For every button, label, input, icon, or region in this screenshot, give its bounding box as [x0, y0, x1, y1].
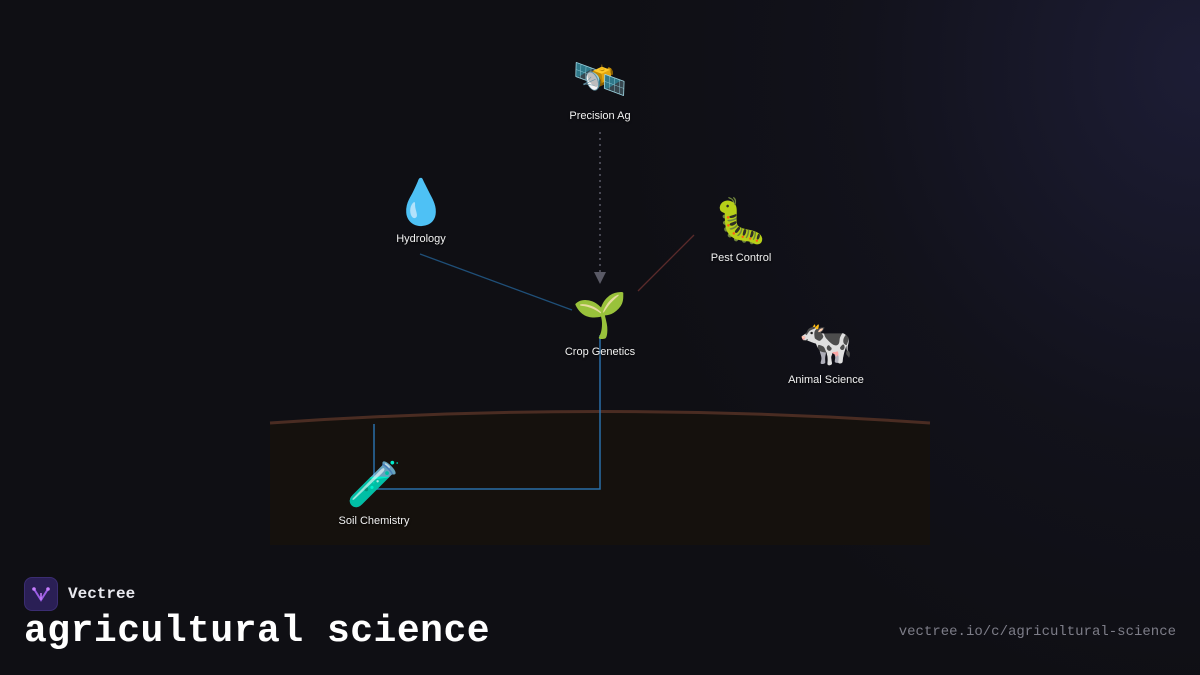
- edge-crop-genetics-to-soil-chemistry: [373, 335, 601, 490]
- seedling-icon: 🌱: [572, 290, 628, 341]
- caterpillar-icon: 🐛: [713, 196, 769, 247]
- edge-pest-control-to-crop-genetics: [637, 234, 695, 292]
- node-pest-control[interactable]: 🐛 Pest Control: [671, 196, 811, 264]
- cow-icon: 🐄: [798, 318, 854, 369]
- page-url[interactable]: vectree.io/c/agricultural-science: [898, 624, 1176, 640]
- node-precision-ag[interactable]: 🛰️ Precision Ag: [530, 54, 670, 122]
- vectree-logo-icon: [24, 577, 58, 611]
- node-label: Soil Chemistry: [338, 515, 410, 527]
- edge-hydrology-to-crop-genetics: [419, 253, 573, 311]
- page-title: agricultural science: [24, 610, 491, 653]
- node-label: Pest Control: [710, 252, 772, 264]
- node-crop-genetics[interactable]: 🌱 Crop Genetics: [530, 290, 670, 358]
- satellite-icon: 🛰️: [572, 54, 628, 105]
- node-label: Animal Science: [788, 374, 864, 386]
- node-hydrology[interactable]: 💧 Hydrology: [351, 177, 491, 245]
- node-soil-chemistry[interactable]: 🧪 Soil Chemistry: [304, 459, 444, 527]
- node-label: Crop Genetics: [564, 346, 636, 358]
- node-animal-science[interactable]: 🐄 Animal Science: [756, 318, 896, 386]
- droplet-icon: 💧: [393, 177, 449, 228]
- node-label: Precision Ag: [569, 110, 631, 122]
- brand[interactable]: Vectree: [24, 577, 135, 611]
- node-label: Hydrology: [396, 233, 446, 245]
- brand-name: Vectree: [68, 585, 136, 603]
- test-tube-icon: 🧪: [346, 459, 402, 510]
